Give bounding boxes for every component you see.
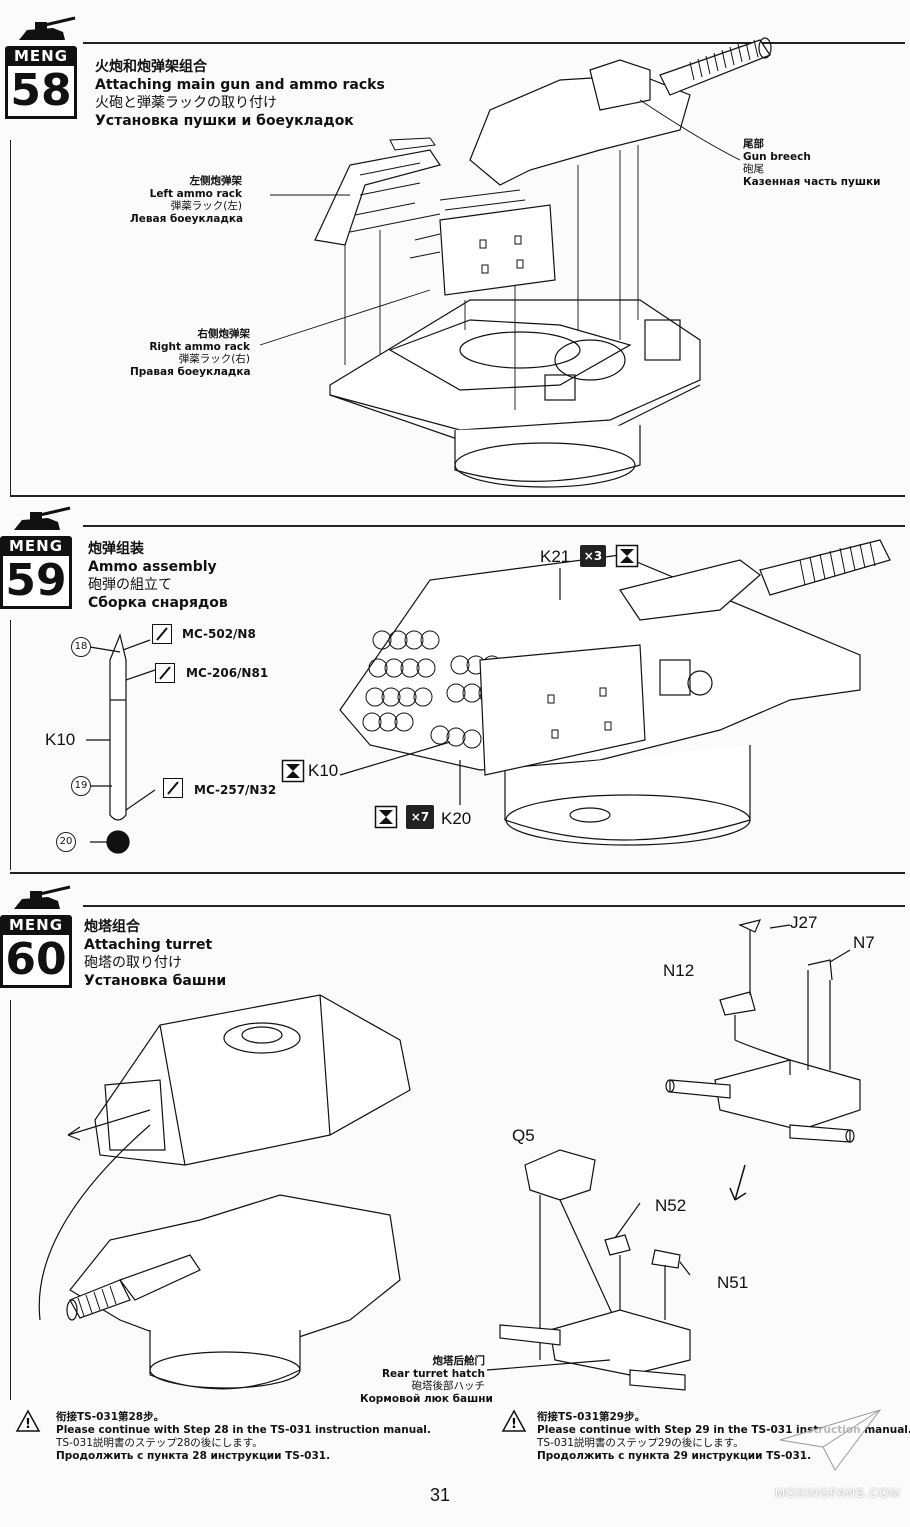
part-n12: N12 — [663, 961, 695, 980]
svg-text:!: ! — [25, 1417, 31, 1432]
title-zh: 火炮和炮弹架组合 — [95, 59, 207, 75]
title-zh: 炮塔组合 — [84, 919, 140, 935]
step-59-divider — [83, 525, 905, 527]
tank-icon — [14, 885, 71, 909]
title-ja: 砲塔の取り付け — [84, 955, 182, 971]
step-59-illustration — [86, 539, 891, 854]
part-n52: N52 — [655, 1196, 687, 1215]
title-ru: Сборка снарядов — [88, 595, 228, 611]
note-ja: TS-031説明書のステップ28の後にします。 — [56, 1437, 263, 1449]
step-60-divider — [83, 905, 905, 907]
title-ru: Установка башни — [84, 973, 227, 989]
left-ammo-rack-callout: 左侧炮弹架 Left ammo rack 弾薬ラック(左) Левая боеу… — [130, 175, 244, 225]
step-60-side-rule — [10, 1000, 11, 1400]
callout-ru: Правая боеукладка — [130, 365, 251, 378]
callout-ja: 弾薬ラック(左) — [170, 200, 242, 212]
title-ja: 火砲と弾薬ラックの取り付け — [95, 95, 277, 111]
paint-brush-icon — [163, 778, 183, 798]
title-zh: 炮弹组装 — [88, 541, 144, 557]
step-58-illustration — [259, 37, 772, 488]
title-en: Ammo assembly — [88, 559, 217, 575]
callout-18: 18 — [71, 637, 91, 657]
part-q5: Q5 — [512, 1126, 535, 1145]
step-number: 59 — [0, 556, 72, 609]
callout-zh: 炮塔后舱门 — [432, 1355, 486, 1367]
paint-mc-257: MC-257/N32 — [194, 783, 277, 797]
step-58-bottom-rule — [10, 495, 905, 497]
part-j27: J27 — [790, 913, 818, 932]
watermark-text: MOXINGFANS.COM — [775, 1486, 901, 1500]
note-ru: Продолжить с пункта 29 инструкции TS-031… — [537, 1450, 812, 1462]
note-en: Please continue with Step 28 in the TS-0… — [56, 1424, 431, 1436]
part-k21: K21 — [540, 547, 571, 566]
right-ammo-rack-callout: 右侧炮弹架 Right ammo rack 弾薬ラック(右) Правая бо… — [130, 328, 251, 378]
warning-icon: ! — [501, 1409, 527, 1432]
svg-text:!: ! — [511, 1417, 517, 1432]
part-k20: K20 — [441, 809, 472, 828]
tank-icon — [14, 506, 71, 530]
step-59-badge: MENG 59 — [0, 506, 72, 609]
step-59-title: 炮弹组装 Ammo assembly 砲弾の組立て Сборка снарядо… — [88, 540, 228, 612]
callout-zh: 右侧炮弹架 — [197, 328, 251, 340]
page-number: 31 — [430, 1485, 451, 1505]
callout-20: 20 — [56, 832, 76, 852]
warning-icon: ! — [15, 1409, 41, 1432]
hourglass-icon — [281, 759, 305, 783]
step-number: 60 — [0, 935, 72, 988]
callout-en: Left ammo rack — [149, 187, 242, 200]
title-en: Attaching main gun and ammo racks — [95, 77, 385, 93]
step-59-side-rule — [10, 620, 11, 870]
step-60-title: 炮塔组合 Attaching turret 砲塔の取り付け Установка … — [84, 918, 226, 990]
quantity-k21: ×3 — [580, 545, 606, 567]
step-58-side-rule — [10, 140, 11, 495]
paint-mc-206: MC-206/N81 — [186, 666, 269, 680]
step-58-divider — [83, 42, 905, 44]
part-k10-shell: K10 — [45, 730, 76, 749]
note-ja: TS-031説明書のステップ29の後にします。 — [537, 1437, 744, 1449]
rear-turret-hatch-callout: 炮塔后舱门 Rear turret hatch 砲塔後部ハッチ Кормовой… — [360, 1355, 493, 1405]
callout-ja: 弾薬ラック(右) — [178, 353, 250, 365]
callout-en: Right ammo rack — [149, 340, 250, 353]
title-en: Attaching turret — [84, 937, 213, 953]
title-ru: Установка пушки и боеукладок — [95, 113, 354, 129]
step-59-bottom-rule — [10, 872, 905, 874]
hourglass-icon — [615, 544, 639, 568]
paint-brush-icon — [155, 663, 175, 683]
hourglass-icon — [374, 805, 398, 829]
gun-breech-callout: 尾部 Gun breech 砲尾 Казенная часть пушки — [743, 138, 881, 188]
callout-19: 19 — [71, 776, 91, 796]
brand-logo: MENG — [5, 46, 77, 66]
note-step-28: 衔接TS-031第28步。 Please continue with Step … — [56, 1411, 431, 1463]
part-n7: N7 — [853, 933, 875, 952]
title-ja: 砲弾の組立て — [88, 577, 172, 593]
part-n51: N51 — [717, 1273, 749, 1292]
tank-icon — [19, 16, 76, 40]
note-zh: 衔接TS-031第29步。 — [537, 1411, 646, 1423]
callout-zh: 左侧炮弹架 — [189, 175, 243, 187]
callout-ru: Левая боеукладка — [130, 212, 244, 225]
step-60-badge: MENG 60 — [0, 885, 72, 988]
callout-ja: 砲塔後部ハッチ — [411, 1380, 486, 1392]
callout-en: Gun breech — [743, 150, 811, 163]
brand-logo: MENG — [0, 536, 72, 556]
brand-logo: MENG — [0, 915, 72, 935]
paint-mc-502: MC-502/N8 — [182, 627, 256, 641]
callout-zh: 尾部 — [743, 138, 764, 150]
part-k10-label: K10 — [308, 761, 339, 780]
step-58-badge: MENG 58 — [5, 16, 77, 119]
callout-en: Rear turret hatch — [381, 1367, 485, 1380]
callout-ja: 砲尾 — [743, 163, 764, 175]
note-ru: Продолжить с пункта 28 инструкции TS-031… — [56, 1450, 331, 1462]
step-number: 58 — [5, 66, 77, 119]
quantity-k20: ×7 — [406, 805, 434, 829]
note-zh: 衔接TS-031第28步。 — [56, 1411, 165, 1423]
callout-ru: Кормовой люк башни — [360, 1392, 493, 1405]
paint-brush-icon — [152, 624, 172, 644]
callout-ru: Казенная часть пушки — [743, 175, 881, 188]
step-58-title: 火炮和炮弹架组合 Attaching main gun and ammo rac… — [95, 58, 385, 130]
watermark-plane-icon — [779, 1409, 882, 1471]
